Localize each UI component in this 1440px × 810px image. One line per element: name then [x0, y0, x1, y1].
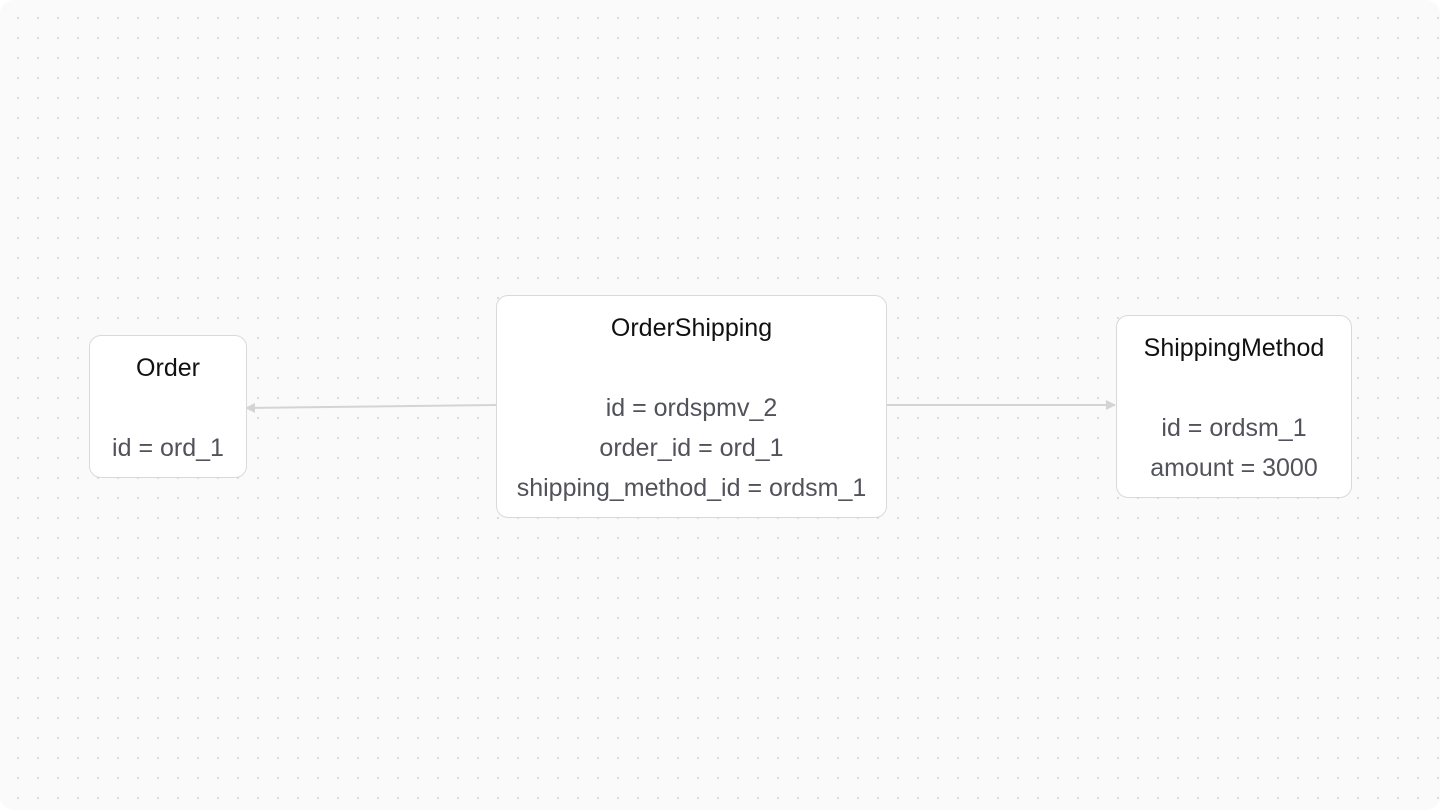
- node-shippingmethod[interactable]: ShippingMethod id = ordsm_1 amount = 300…: [1116, 315, 1352, 498]
- node-field: amount = 3000: [1150, 454, 1318, 482]
- node-field: shipping_method_id = ordsm_1: [516, 474, 867, 502]
- node-title: OrderShipping: [610, 314, 773, 342]
- node-field: id = ord_1: [112, 434, 224, 462]
- node-ordershipping[interactable]: OrderShipping id = ordspmv_2 order_id = …: [496, 295, 887, 518]
- node-field: order_id = ord_1: [599, 434, 784, 462]
- node-fields: id = ord_1: [90, 428, 246, 468]
- node-title: Order: [136, 354, 200, 382]
- edge-ordershipping-to-order: [245, 402, 497, 413]
- node-fields: id = ordsm_1 amount = 3000: [1117, 408, 1351, 488]
- node-title: ShippingMethod: [1143, 334, 1325, 362]
- node-order[interactable]: Order id = ord_1: [89, 335, 247, 478]
- node-fields: id = ordspmv_2 order_id = ord_1 shipping…: [497, 388, 886, 508]
- node-field: id = ordspmv_2: [605, 394, 778, 422]
- node-field: id = ordsm_1: [1161, 414, 1307, 442]
